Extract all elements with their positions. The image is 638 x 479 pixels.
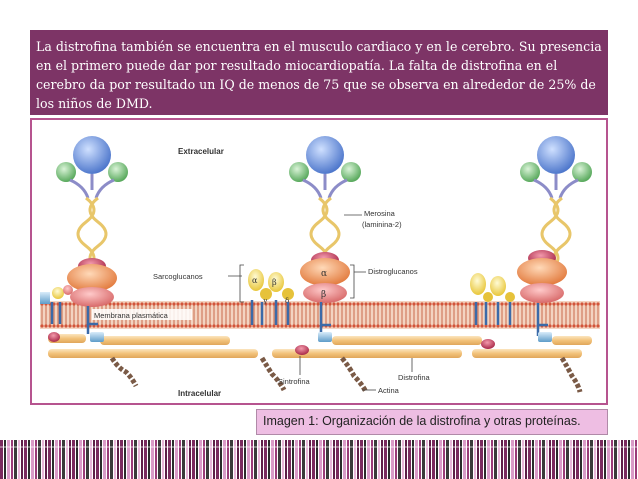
- diagram-frame: Extracelular Intracelular Membrana plasm…: [30, 118, 608, 405]
- beta-dystroglycan: [520, 283, 564, 303]
- laminin-head: [537, 136, 575, 174]
- label-merosina: Merosina: [364, 209, 396, 218]
- header-text: La distrofina también se encuentra en el…: [36, 39, 602, 111]
- membrane-label-bg: [92, 309, 192, 320]
- laminin-stalk: [533, 174, 579, 199]
- sarcoglycan-alpha-symbol: α: [252, 276, 258, 285]
- dystrophin-n-terminus: [90, 332, 104, 342]
- complex-left: [40, 136, 128, 334]
- dystrophin-rod: [332, 336, 482, 345]
- sarcoglycan-gamma-right: [483, 292, 493, 302]
- beta-dystroglycan: [70, 287, 114, 307]
- alpha-dystroglycan: [517, 258, 567, 286]
- laminin-arm-right: [341, 162, 361, 182]
- label-distroglucanos: Distroglucanos: [368, 267, 418, 276]
- laminin-head: [73, 136, 111, 174]
- caption-text: Imagen 1: Organización de la distrofina …: [263, 414, 581, 428]
- label-sarcoglucanos: Sarcoglucanos: [153, 272, 203, 281]
- sarcoglycan-alpha: [40, 292, 50, 304]
- alpha-dystroglycan: [67, 264, 117, 292]
- sarcoglycan-alpha-center: [248, 269, 264, 291]
- dystrophin-rods: [48, 332, 592, 358]
- label-sintrofina: Sintrofina: [278, 377, 311, 386]
- sarcoglycan-beta-symbol: β: [272, 278, 277, 287]
- label-laminina: (laminina-2): [362, 220, 402, 229]
- laminin-arm-left: [56, 162, 76, 182]
- syntrophin: [48, 332, 60, 342]
- distroglucanos-bracket: [350, 264, 366, 299]
- laminin-arm-left: [520, 162, 540, 182]
- laminin-head: [306, 136, 344, 174]
- sarcoglycan-gamma-center: [260, 288, 272, 300]
- dystrophin-n-terminus: [538, 332, 552, 342]
- syntrophin: [481, 339, 495, 349]
- sarcoglycan-beta-center: [268, 272, 284, 292]
- label-distrofina: Distrofina: [398, 373, 431, 382]
- label-extracelular: Extracelular: [178, 147, 224, 156]
- sarcoglycan-delta-symbol: δ: [285, 297, 289, 305]
- merosin-helix: [76, 196, 108, 272]
- complex-center: α β α β γ δ: [248, 136, 361, 336]
- label-membrana: Membrana plasmática: [94, 311, 169, 320]
- transmembrane-segments: [474, 302, 548, 327]
- sarcoglycan-delta-right: [505, 292, 515, 302]
- laminin-stalk: [302, 174, 348, 199]
- dystrophin-rod: [472, 349, 582, 358]
- syntrophin: [295, 345, 309, 355]
- dystrophin-rod: [100, 336, 230, 345]
- sarcoglycan-beta: [52, 287, 64, 299]
- laminin-arm-right: [572, 162, 592, 182]
- label-intracelular: Intracelular: [178, 389, 221, 398]
- laminin-stalk: [69, 174, 115, 199]
- sarcoglycan-delta-center: [282, 288, 294, 300]
- sarcoglycan-gamma: [63, 285, 73, 295]
- laminin-arm-right: [108, 162, 128, 182]
- figure-caption: Imagen 1: Organización de la distrofina …: [256, 409, 608, 435]
- header-text-box: La distrofina también se encuentra en el…: [30, 30, 608, 115]
- laminin-arm-left: [289, 162, 309, 182]
- alpha-dystroglycan: [300, 258, 350, 286]
- sarcoglycan-beta-right: [490, 276, 506, 296]
- dystroglycan-alpha-symbol: α: [321, 269, 327, 279]
- sarcoglycan-gamma-symbol: γ: [263, 297, 267, 305]
- dystrophin-n-terminus: [318, 332, 332, 342]
- dystrophin-complex-diagram: Extracelular Intracelular Membrana plasm…: [40, 136, 600, 398]
- dystroglycan-beta-symbol: β: [321, 290, 326, 300]
- dystrophin-rod: [272, 349, 462, 358]
- label-actina: Actina: [378, 386, 400, 395]
- beta-dystroglycan: [303, 283, 347, 303]
- sarcoglucanos-bracket: [228, 264, 244, 303]
- dystrophin-rod: [552, 336, 592, 345]
- decorative-stripes-footer: [0, 440, 638, 479]
- sarcoglycan-alpha-right: [470, 273, 486, 295]
- transmembrane-segments: [250, 300, 331, 327]
- actin-filaments: [109, 356, 583, 394]
- complex-right: [470, 136, 592, 336]
- dystrophin-rod: [48, 349, 258, 358]
